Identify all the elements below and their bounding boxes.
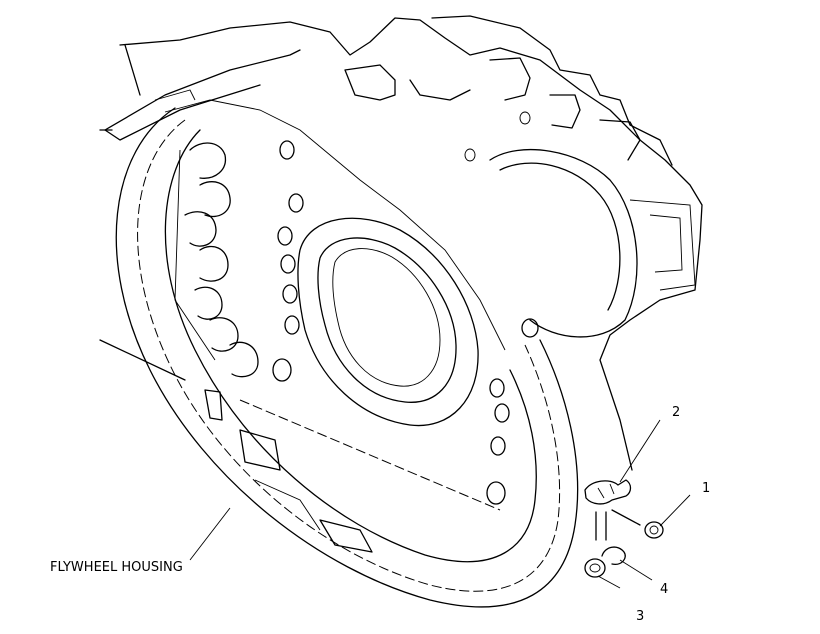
housing-recesses [174, 142, 373, 553]
callout-1: 1 [702, 481, 710, 496]
flywheel-housing-flange [115, 99, 579, 608]
callout-4: 4 [660, 582, 668, 597]
flywheel-bore [297, 217, 479, 427]
bolt-holes [272, 111, 539, 505]
crankcase-lines [99, 129, 501, 511]
hardware-parts [584, 479, 664, 578]
callout-2: 2 [672, 405, 680, 420]
engine-block [119, 15, 703, 471]
flywheel-housing-label: FLYWHEEL HOUSING [50, 560, 183, 575]
housing-flange-top [104, 44, 301, 141]
part-1-nut [644, 521, 664, 539]
part-4-ring [601, 546, 626, 565]
callout-3: 3 [636, 609, 644, 624]
leader-lines [189, 419, 691, 589]
part-2-bracket [584, 479, 632, 505]
part-3-washer [584, 558, 606, 578]
